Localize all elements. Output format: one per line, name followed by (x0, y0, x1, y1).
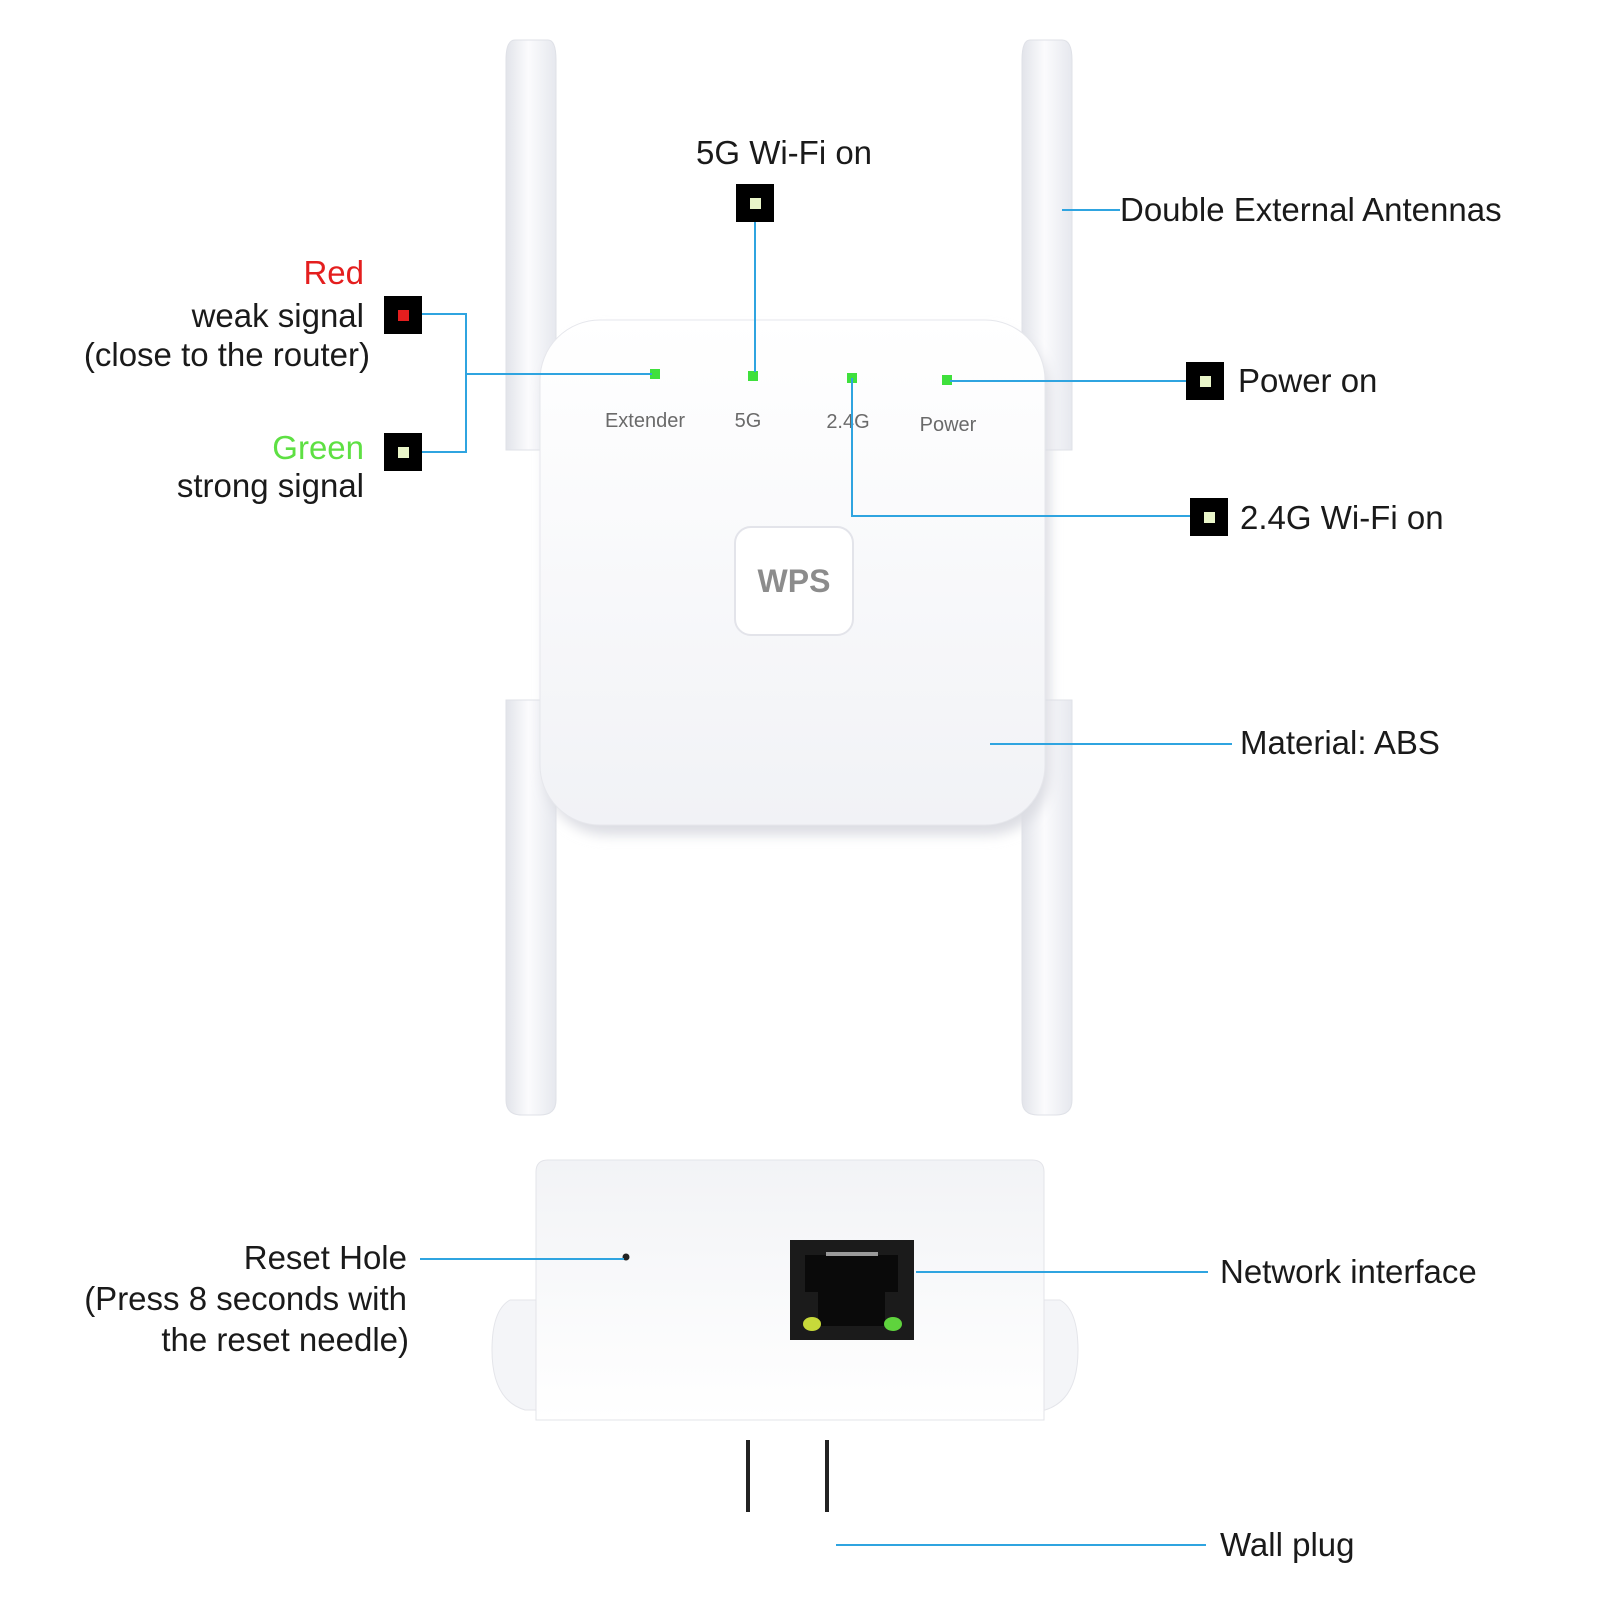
label-weak-signal: weak signal (191, 297, 364, 334)
marker-weak (384, 296, 422, 334)
bottom-antenna-stub-left (491, 1299, 546, 1411)
antenna-left-bottom (505, 699, 557, 1116)
wps-button-label: WPS (758, 563, 831, 599)
bottom-view (491, 1159, 1079, 1512)
led-label-power: Power (920, 414, 977, 436)
led-5g (748, 371, 758, 381)
marker-5g (736, 184, 774, 222)
led-label-extender: Extender (605, 410, 685, 432)
plug-pin-right (825, 1440, 829, 1512)
label-reset-press: (Press 8 seconds with (84, 1280, 407, 1317)
callout-line-24g (851, 378, 1190, 517)
marker-strong (384, 433, 422, 471)
ethernet-led-left (803, 1317, 821, 1331)
reset-hole[interactable] (622, 1253, 630, 1261)
ethernet-led-right (884, 1317, 902, 1331)
callout-bracket-signal (418, 313, 467, 453)
led-extender (650, 369, 660, 379)
label-24g-wifi: 2.4G Wi-Fi on (1240, 499, 1444, 536)
label-5g-wifi: 5G Wi-Fi on (696, 134, 873, 171)
callout-lines (418, 209, 1232, 1546)
wps-button[interactable] (734, 526, 854, 636)
label-material: Material: ABS (1240, 724, 1440, 761)
marker-power (1186, 362, 1224, 400)
label-red: Red (303, 254, 364, 291)
led-label-5g: 5G (735, 410, 762, 432)
marker-24g (1190, 498, 1228, 536)
label-network-interface: Network interface (1220, 1253, 1477, 1290)
plug-pin-left (746, 1440, 750, 1512)
label-close-router: (close to the router) (83, 336, 370, 373)
ethernet-pins (826, 1252, 878, 1256)
label-power-on: Power on (1238, 362, 1378, 399)
led-power (942, 375, 952, 385)
label-reset-hole: Reset Hole (243, 1239, 407, 1276)
label-reset-needle: the reset needle) (161, 1321, 409, 1358)
led-label-24g: 2.4G (826, 411, 869, 433)
label-green: Green (272, 429, 364, 466)
label-wall-plug: Wall plug (1220, 1526, 1355, 1563)
label-antennas: Double External Antennas (1120, 191, 1502, 228)
label-strong-signal: strong signal (176, 467, 364, 504)
ethernet-jack (805, 1255, 898, 1326)
